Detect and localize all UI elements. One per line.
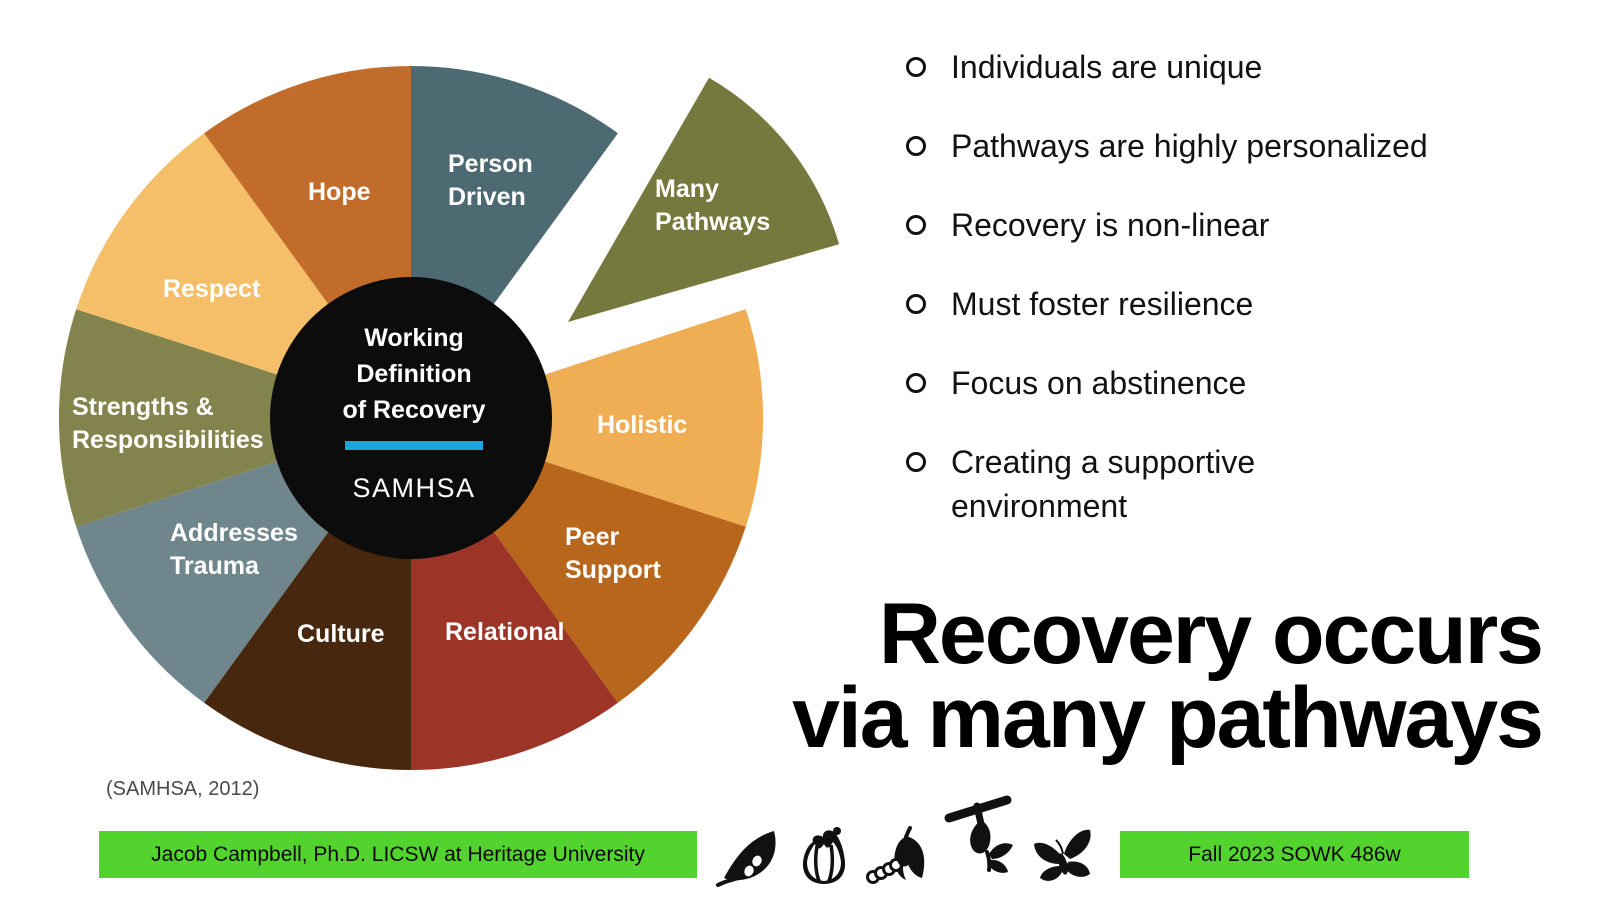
- bullet-item: Focus on abstinence: [906, 361, 1570, 405]
- bullet-item: Pathways are highly personalized: [906, 124, 1570, 168]
- bullet-ring-icon: [906, 373, 926, 393]
- center-title-line1: Working: [364, 324, 464, 352]
- wedge-label-respect: Respect: [163, 275, 261, 303]
- slide-title-line2: via many pathways: [792, 670, 1544, 766]
- bullet-text: Focus on abstinence: [951, 365, 1247, 401]
- bullet-ring-icon: [906, 136, 926, 156]
- bullet-text: Recovery is non-linear: [951, 207, 1270, 243]
- course-bar-label: Fall 2023 SOWK 486w: [1188, 842, 1401, 866]
- bullet-ring-icon: [906, 452, 926, 472]
- author-bar-label: Jacob Campbell, Ph.D. LICSW at Heritage …: [151, 842, 645, 866]
- wheel-center-circle: [270, 277, 552, 559]
- wedge-label-holistic: Holistic: [597, 411, 687, 439]
- bullet-text: Individuals are unique: [951, 49, 1263, 85]
- hatching-egg-icon: [802, 827, 846, 884]
- bullet-item: Individuals are unique: [906, 45, 1570, 89]
- butterfly-icon: [1034, 829, 1091, 881]
- bullet-ring-icon: [906, 57, 926, 77]
- butterfly-lifecycle-icons: [716, 795, 1098, 892]
- center-divider: [345, 441, 483, 450]
- chrysalis-icon: [944, 795, 1013, 873]
- citation-text: (SAMHSA, 2012): [106, 778, 260, 800]
- caterpillar-icon: [866, 826, 925, 884]
- recovery-wheel-diagram: Working Definition of Recovery SAMHSA Pe…: [58, 66, 840, 771]
- leaf-with-eggs-icon: [716, 831, 776, 887]
- bullet-text: Pathways are highly personalized: [951, 128, 1428, 164]
- wedge-holistic: [411, 309, 764, 527]
- wedge-strengths-responsibilities: [58, 309, 411, 527]
- wedge-label-relational: Relational: [445, 618, 564, 646]
- wedge-label-culture: Culture: [297, 620, 385, 648]
- wedge-label-strengths-responsibilities: Strengths &Responsibilities: [72, 393, 264, 454]
- wedge-many-pathways: [568, 77, 840, 322]
- wedge-label-hope: Hope: [308, 178, 371, 206]
- slide-title-line1: Recovery occurs: [878, 586, 1544, 682]
- bullet-item: Must foster resilience: [906, 282, 1570, 326]
- center-title-line3: of Recovery: [342, 396, 485, 424]
- bullet-ring-icon: [906, 215, 926, 235]
- center-title-line2: Definition: [356, 360, 471, 388]
- bullet-ring-icon: [906, 294, 926, 314]
- bullet-item: Recovery is non-linear: [906, 203, 1570, 247]
- course-bar: Fall 2023 SOWK 486w: [1120, 831, 1469, 878]
- center-org-label: SAMHSA: [352, 473, 475, 503]
- author-bar: Jacob Campbell, Ph.D. LICSW at Heritage …: [99, 831, 697, 878]
- slide-title: Recovery occurs via many pathways: [792, 586, 1544, 766]
- bullet-text: Must foster resilience: [951, 286, 1254, 322]
